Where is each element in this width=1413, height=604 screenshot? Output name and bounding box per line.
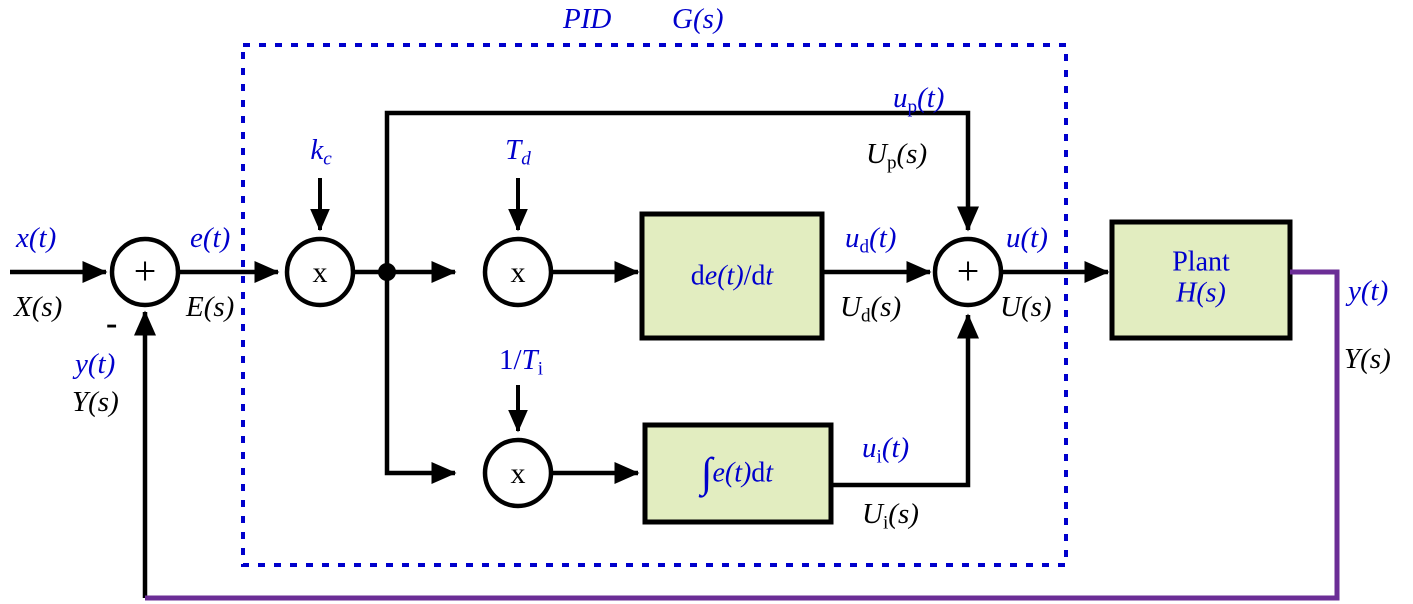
gain-kc-subscript: c (323, 148, 332, 170)
plant-transfer-label: H(s) (1176, 278, 1226, 309)
ud-time-arg: (t) (869, 222, 897, 254)
ui-time-subscript: i (876, 446, 882, 468)
multiplier-ti-symbol: x (510, 457, 526, 491)
integral-branch-path (384, 272, 457, 485)
ui-laplace-label: Ui(s) (862, 498, 919, 534)
ui-laplace-subscript: i (882, 512, 889, 534)
plant-block (1109, 219, 1293, 341)
gain-kc-base: k (310, 134, 324, 167)
control-signal-laplace-label: U(s) (1000, 291, 1052, 323)
output-sum-plus-symbol: + (956, 248, 980, 294)
derivative-slash-d: /d (743, 260, 766, 292)
derivative-e-term: e(t) (704, 260, 744, 292)
ud-laplace-label: Ud(s) (840, 291, 902, 327)
gain-td-subscript: d (521, 148, 531, 170)
derivative-block-label: de(t)/dt (691, 260, 773, 291)
ud-laplace-base: U (840, 291, 861, 323)
integral-sign: ∫ (700, 450, 713, 497)
error-signal-time-label: e(t) (190, 222, 231, 254)
feedback-signal-time-label: y(t) (75, 348, 116, 380)
ui-time-base: u (862, 432, 877, 464)
gain-ti-prefix: 1/ (498, 344, 522, 377)
multiplier-kc-symbol: x (312, 256, 328, 290)
ud-time-base: u (845, 222, 860, 254)
pid-title-label: PID (563, 3, 612, 35)
ui-laplace-base: U (862, 498, 883, 530)
ui-time-label: ui(t) (862, 432, 910, 468)
input-signal-time-label: x(t) (16, 222, 57, 254)
ud-time-label: ud(t) (845, 222, 897, 258)
input-signal-laplace-label: X(s) (14, 291, 63, 323)
up-time-base: u (893, 82, 908, 114)
negative-feedback-sign: - (106, 305, 118, 342)
up-laplace-base: U (866, 138, 887, 170)
plant-block-label: Plant H(s) (1172, 247, 1230, 310)
derivative-t-term: t (765, 260, 774, 292)
proportional-bypass-path (384, 110, 980, 272)
gain-td-base: T (505, 134, 522, 167)
plant-name-label: Plant (1172, 246, 1230, 278)
up-time-subscript: p (907, 96, 918, 118)
up-laplace-arg: (s) (896, 138, 928, 170)
plant-feedback-path (145, 269, 1340, 601)
gain-td-label: Td (505, 134, 531, 170)
feedback-signal-laplace-label: Y(s) (72, 386, 119, 418)
gain-ti-base: T (521, 344, 538, 377)
ui-laplace-arg: (s) (888, 498, 919, 530)
derivative-d-operator: d (690, 260, 705, 292)
up-time-label: up(t) (893, 82, 945, 118)
ud-laplace-arg: (s) (870, 291, 902, 323)
integral-e-term: e(t) (712, 457, 752, 489)
output-signal-laplace-label: Y(s) (1344, 343, 1391, 375)
integral-d-operator: d (751, 457, 766, 489)
output-signal-time-label: y(t) (1348, 275, 1389, 307)
control-signal-time-label: u(t) (1006, 222, 1048, 254)
ud-laplace-subscript: d (860, 305, 871, 327)
input-sum-plus-symbol: + (133, 248, 157, 294)
error-signal-laplace-label: E(s) (186, 291, 235, 323)
gain-kc-label: kc (310, 134, 331, 170)
ui-time-arg: (t) (881, 432, 910, 464)
ud-time-subscript: d (859, 236, 870, 258)
up-laplace-subscript: p (886, 152, 897, 174)
integral-block (642, 422, 834, 525)
up-time-arg: (t) (917, 82, 945, 114)
pid-transfer-label: G(s) (672, 3, 724, 35)
integral-output-path (831, 313, 980, 488)
derivative-block (639, 211, 825, 341)
up-laplace-label: Up(s) (866, 138, 928, 174)
gain-ti-label: 1/Ti (499, 344, 543, 380)
integral-block-label: ∫e(t)dt (701, 450, 773, 497)
integral-t-term: t (765, 457, 774, 489)
gain-ti-subscript: i (537, 358, 544, 380)
multiplier-td-symbol: x (510, 256, 526, 290)
